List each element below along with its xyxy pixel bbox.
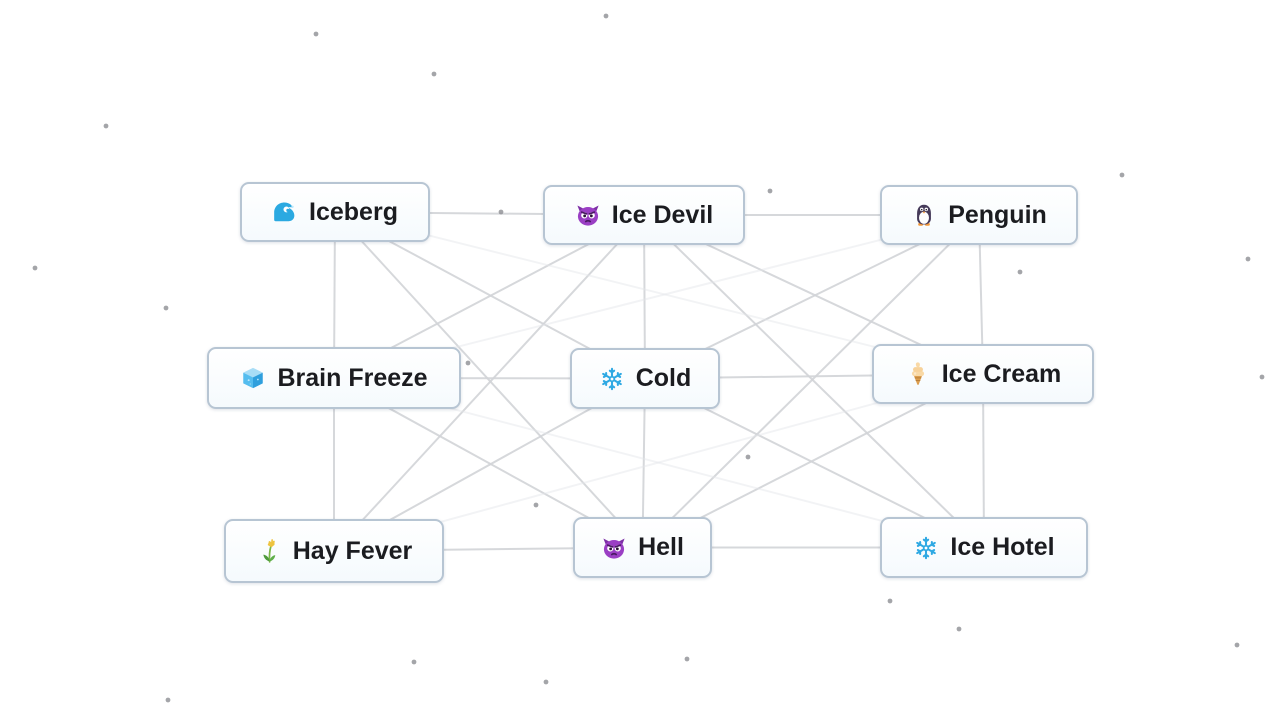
particle-dot [32,265,38,271]
element-card-label: Ice Devil [611,200,714,229]
element-card-iceberg[interactable]: Iceberg [240,182,430,242]
element-card-ice-devil[interactable]: Ice Devil [543,185,745,245]
particle-dot [1245,256,1251,262]
particle-dot [498,209,504,215]
particle-dot [767,188,773,194]
particle-dot [103,123,109,129]
element-card-label: Iceberg [309,197,398,226]
particle-dot [684,656,690,662]
particle-dot [165,697,171,703]
connection-line [643,214,985,549]
particle-dot [313,31,319,37]
element-card-label: Cold [635,364,692,392]
particle-dot [1119,172,1125,178]
particle-dot [603,13,609,19]
element-card-brain-freeze[interactable]: Brain Freeze [207,347,461,409]
snowflake-icon [599,366,625,392]
penguin-icon [911,202,937,228]
ice-cube-icon [240,365,266,391]
rice-sheaf-icon [256,538,282,564]
connection-line [333,214,645,552]
element-card-label: Hay Fever [292,536,413,565]
element-card-label: Ice Hotel [950,533,1055,561]
element-card-ice-cream[interactable]: Ice Cream [872,344,1094,404]
particle-dot [465,360,471,366]
particle-dot [431,71,437,77]
element-card-label: Hell [638,533,684,561]
snowflake-icon [913,535,939,561]
particle-dot [543,679,549,685]
wave-icon [272,199,298,225]
imp-icon [601,535,627,561]
particle-dot [533,502,539,508]
particle-dot [1017,269,1023,275]
soft-ice-cream-icon [905,361,931,387]
connection-line [334,211,644,549]
element-card-hay-fever[interactable]: Hay Fever [224,519,444,583]
particle-dot [887,598,893,604]
particle-dot [1234,642,1240,648]
element-card-ice-hotel[interactable]: Ice Hotel [880,517,1088,578]
particle-dot [745,454,751,460]
particle-dot [956,626,962,632]
particle-dot [411,659,417,665]
element-card-cold[interactable]: Cold [570,348,720,409]
element-card-hell[interactable]: Hell [573,517,712,578]
particle-dot [1259,374,1265,380]
element-card-label: Ice Cream [941,359,1062,388]
connection-line [333,373,984,552]
element-card-penguin[interactable]: Penguin [880,185,1078,245]
element-card-label: Brain Freeze [277,363,428,392]
connection-line [641,214,980,549]
element-card-label: Penguin [948,200,1047,229]
imp-icon [575,202,601,228]
particle-dot [163,305,169,311]
